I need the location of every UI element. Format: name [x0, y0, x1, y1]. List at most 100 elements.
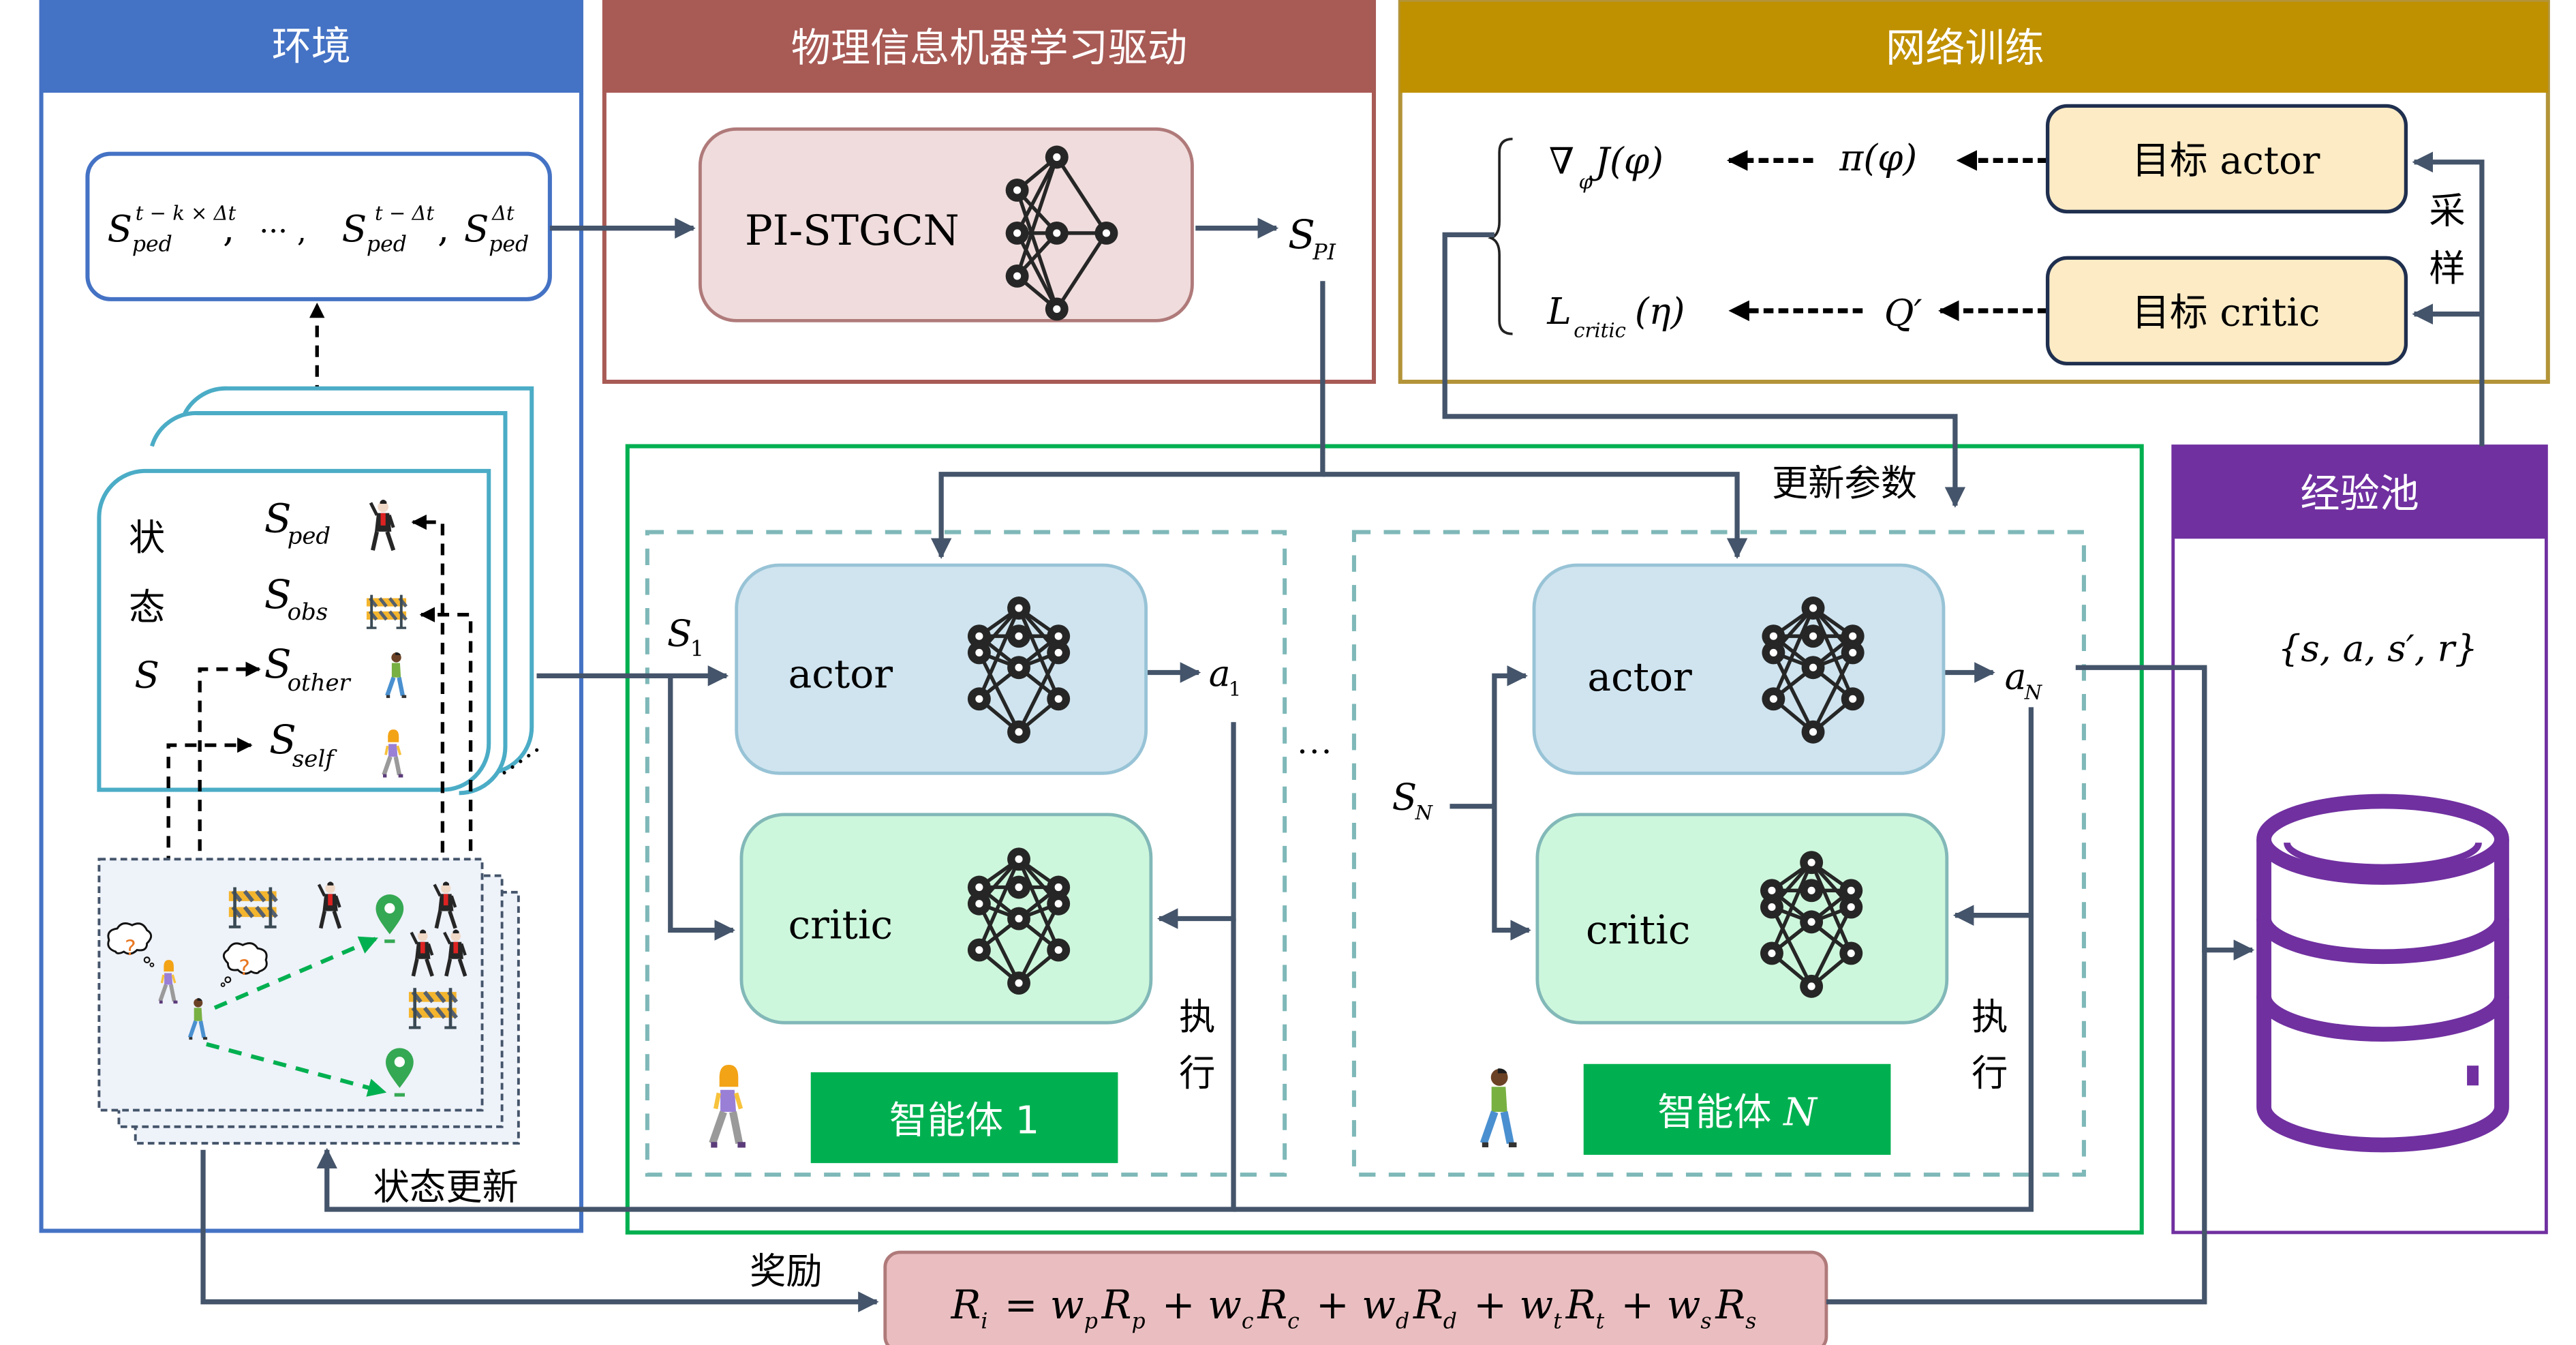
- history-s2-sup: t − Δt: [375, 202, 434, 225]
- state-card-stack[interactable]: ·····: [97, 386, 551, 796]
- loss-sub: critic: [1574, 319, 1626, 342]
- pistgcn-block[interactable]: PI-STGCN: [698, 127, 1194, 320]
- training-panel: 网络训练 ∇ φ J(φ) π(φ) L critic (η) Q′ 目标 ac…: [1398, 0, 2550, 384]
- reward-plus: +: [1461, 1282, 1520, 1328]
- agent-1-action-sub: 1: [1229, 677, 1242, 700]
- svg-text:ped: ped: [489, 232, 529, 257]
- svg-text:S: S: [342, 208, 367, 250]
- agent-n-state-S: S: [1392, 776, 1417, 819]
- goal-path-arrow: [213, 936, 378, 1010]
- loss-eta: (η): [1635, 290, 1685, 333]
- reward-formula-box[interactable]: Ri = wp Rp + wc Rc + wd Rd + wt Rt + ws …: [883, 1250, 1828, 1345]
- agent-1-name: 智能体 1: [889, 1099, 1039, 1143]
- critic-loss: L critic (η): [1546, 290, 1685, 342]
- sampling-char-2: 样: [2429, 247, 2465, 290]
- state-other-S: S: [264, 641, 292, 687]
- svg-text:t − k × Δt: t − k × Δt: [136, 202, 236, 225]
- history-s2-sub: ped: [367, 232, 407, 257]
- flow-connectors: [200, 151, 2485, 1312]
- pistgcn-label: PI-STGCN: [745, 207, 960, 255]
- objective-J: J(φ): [1589, 140, 1663, 183]
- nabla-symbol: ∇: [1549, 140, 1574, 183]
- reward-term-sub: c: [1287, 1309, 1300, 1333]
- state-to-critic1-arrow: [668, 676, 735, 941]
- reward-label: 奖励: [750, 1250, 823, 1293]
- state-extraction-arrows: [166, 514, 473, 967]
- reward-term-sub: s: [1745, 1309, 1756, 1333]
- agent-n-actor-label: actor: [1587, 654, 1692, 700]
- agent-1-boundary: [645, 530, 1287, 1177]
- reward-term-sub: d: [1443, 1309, 1457, 1333]
- sampling-char-1: 采: [2429, 190, 2465, 232]
- environment-panel: 环境 S ped t − k × Δt , ··· , S ped t − Δt…: [39, 0, 583, 1233]
- nabla-sub: φ: [1578, 170, 1593, 194]
- history-sep2: ,: [438, 208, 449, 250]
- agent-n-critic[interactable]: critic: [1535, 813, 1949, 1025]
- state-obs-S: S: [264, 571, 292, 618]
- svg-text:,: ,: [223, 208, 234, 250]
- spi-to-agentn-arrow: [1322, 472, 1748, 559]
- state-label-char-1: 状: [129, 517, 165, 559]
- spi-symbol: S: [1288, 211, 1315, 258]
- agent-1-state-S: S: [667, 613, 692, 655]
- agent-1: S 1 actor critic a 1 执 行 智能体 1: [645, 530, 1287, 1177]
- reward-lhs: R: [951, 1282, 981, 1328]
- experience-pool-panel: 经验池 {s, a, s′, r}: [2171, 444, 2548, 1235]
- agent-n-actor[interactable]: actor: [1532, 563, 1946, 775]
- state-n-to-actor-arrow: [1450, 665, 1528, 809]
- env-to-reward-arrow: [200, 1149, 879, 1312]
- svg-text:S: S: [464, 208, 489, 250]
- scene-content: ? ?: [107, 881, 465, 1097]
- piml-title: 物理信息机器学习驱动: [791, 25, 1187, 71]
- state-vertical-label: 状 态 S: [129, 517, 165, 696]
- pedestrian-history-box[interactable]: S ped t − k × Δt , ··· , S ped t − Δt , …: [85, 151, 552, 301]
- agent-1-actor[interactable]: actor: [735, 563, 1148, 775]
- reward-weight-sub: p: [1084, 1309, 1098, 1333]
- state-item-other: S other: [264, 641, 407, 697]
- action-to-pool-arrow: [2075, 665, 2255, 961]
- reward-plus: +: [1304, 1282, 1362, 1328]
- agent-1-name-badge: 智能体 1: [810, 1072, 1118, 1164]
- reward-term-sub: t: [1595, 1309, 1604, 1333]
- state-item-obs: S obs: [264, 571, 406, 628]
- piml-panel: 物理信息机器学习驱动 PI-STGCN S PI: [602, 0, 1377, 384]
- reward-term-sub: p: [1131, 1309, 1145, 1333]
- svg-text:··· ,: ··· ,: [259, 215, 306, 249]
- environment-title: 环境: [272, 23, 351, 70]
- environment-panel-header: [41, 1, 581, 93]
- agent-1-critic[interactable]: critic: [739, 813, 1153, 1025]
- svg-text:ped: ped: [132, 232, 172, 257]
- target-actor-box[interactable]: 目标 actor: [2045, 104, 2408, 214]
- agent-n-name: 智能体 N: [1657, 1090, 1818, 1134]
- agent-n-execute-char-1: 执: [1972, 996, 2008, 1038]
- reward-term: R: [1413, 1282, 1443, 1328]
- state-update-label: 状态更新: [373, 1166, 519, 1208]
- state-label-char-2: 态: [129, 586, 165, 629]
- agent-n-name-var: N: [1782, 1090, 1818, 1134]
- agent-n-action-a: a: [2005, 656, 2027, 698]
- reward-weight: w: [1208, 1282, 1242, 1328]
- agent-1-critic-label: critic: [788, 902, 893, 948]
- agent-1-actor-label: actor: [788, 650, 893, 697]
- state-other-sub: other: [288, 669, 352, 696]
- state-obs-sub: obs: [288, 599, 328, 625]
- reward-term: R: [1101, 1282, 1132, 1328]
- target-critic-box[interactable]: 目标 critic: [2045, 256, 2408, 366]
- transition-tuple: {s, a, s′, r}: [2278, 628, 2478, 670]
- state-label-symbol: S: [134, 654, 159, 696]
- agent-1-state-sub: 1: [690, 637, 704, 661]
- agent-1-action-a: a: [1209, 652, 1231, 695]
- agent-n-state-sub: N: [1415, 801, 1434, 824]
- piml-panel-header: [604, 1, 1374, 93]
- policy-gradient: ∇ φ J(φ): [1549, 140, 1663, 194]
- history-dots: ··· ,: [259, 215, 306, 249]
- reward-term: R: [1715, 1282, 1745, 1328]
- history-s1-sup: t − k × Δt: [136, 202, 236, 225]
- agent-n: S N actor critic a N 执 行 智能体 N: [1351, 530, 2086, 1177]
- agent-n-name-prefix: 智能体: [1657, 1090, 1783, 1134]
- training-title: 网络训练: [1886, 25, 2044, 71]
- reward-weight: w: [1519, 1282, 1553, 1328]
- svg-text:,: ,: [438, 208, 449, 250]
- state-items: S ped S obs S other S self: [264, 496, 407, 776]
